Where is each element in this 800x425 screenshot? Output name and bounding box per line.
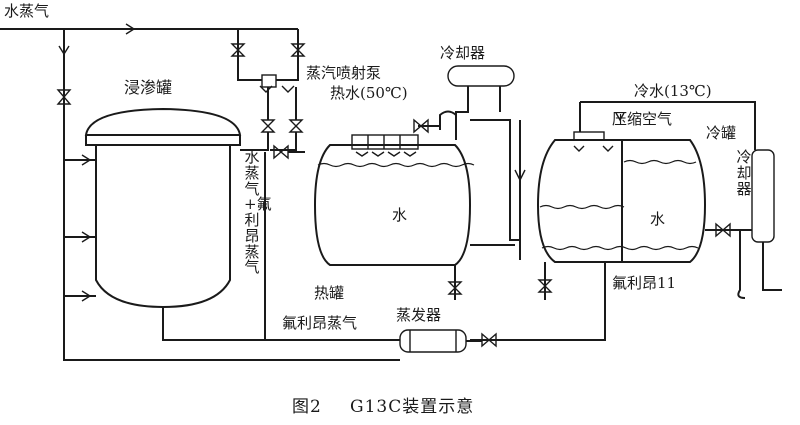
hot-to-cold-line (470, 119, 520, 241)
steam-branch-line (63, 29, 400, 361)
label-freon-vapor: 氟利昂蒸气 (282, 314, 358, 332)
valve-icon (447, 281, 463, 295)
label-hot-tank: 热罐 (314, 284, 345, 302)
label-evaporator: 蒸发器 (396, 306, 442, 324)
tank-outlet-line (162, 307, 265, 341)
side-cooler (751, 149, 775, 243)
top-condenser (447, 65, 515, 118)
label-vertical-mix: 水蒸气+氟利昂蒸气 (244, 148, 272, 277)
tank-inlet-lines (64, 159, 96, 297)
label-water-cold: 水 (650, 210, 666, 228)
label-water-hot: 水 (392, 206, 408, 224)
flow-arrow (81, 154, 92, 302)
valve-icon (56, 89, 72, 105)
label-compressed-air: 压缩空气 (612, 110, 673, 128)
figure-number: 图2 (292, 397, 322, 417)
label-condenser-top: 冷却器 (440, 44, 486, 62)
label-freon11: 氟利昂11 (612, 274, 677, 292)
cold-tank (536, 131, 707, 263)
flow-arrow (615, 112, 625, 122)
valve-icon (715, 222, 731, 238)
label-hot-water: 热水(50℃) (330, 84, 408, 102)
label-cold-tank: 冷罐 (706, 124, 737, 142)
label-leaching-tank: 浸渗罐 (124, 78, 173, 97)
mix-vapor-line (264, 152, 400, 341)
leaching-tank (84, 107, 242, 309)
cold-water-line (580, 101, 756, 150)
pipe (762, 242, 782, 291)
pipe (730, 229, 746, 299)
flow-arrow (58, 45, 70, 56)
flow-arrow (125, 23, 136, 35)
label-side-cooler: 冷却器 (736, 148, 752, 198)
label-steam: 水蒸气 (4, 2, 50, 20)
ejector-pipe (439, 110, 457, 140)
hot-tank (313, 134, 475, 266)
valve-icon (537, 279, 553, 293)
valve-icon (273, 144, 289, 160)
steam-ejector (230, 29, 306, 151)
freon-return-line (470, 262, 606, 341)
figure-title: G13C装置示意 (350, 397, 475, 417)
valve-icon (413, 118, 429, 134)
label-steam-ejector: 蒸汽喷射泵 (306, 64, 382, 82)
evaporator (399, 329, 467, 353)
label-cold-water: 冷水(13℃) (634, 82, 712, 100)
